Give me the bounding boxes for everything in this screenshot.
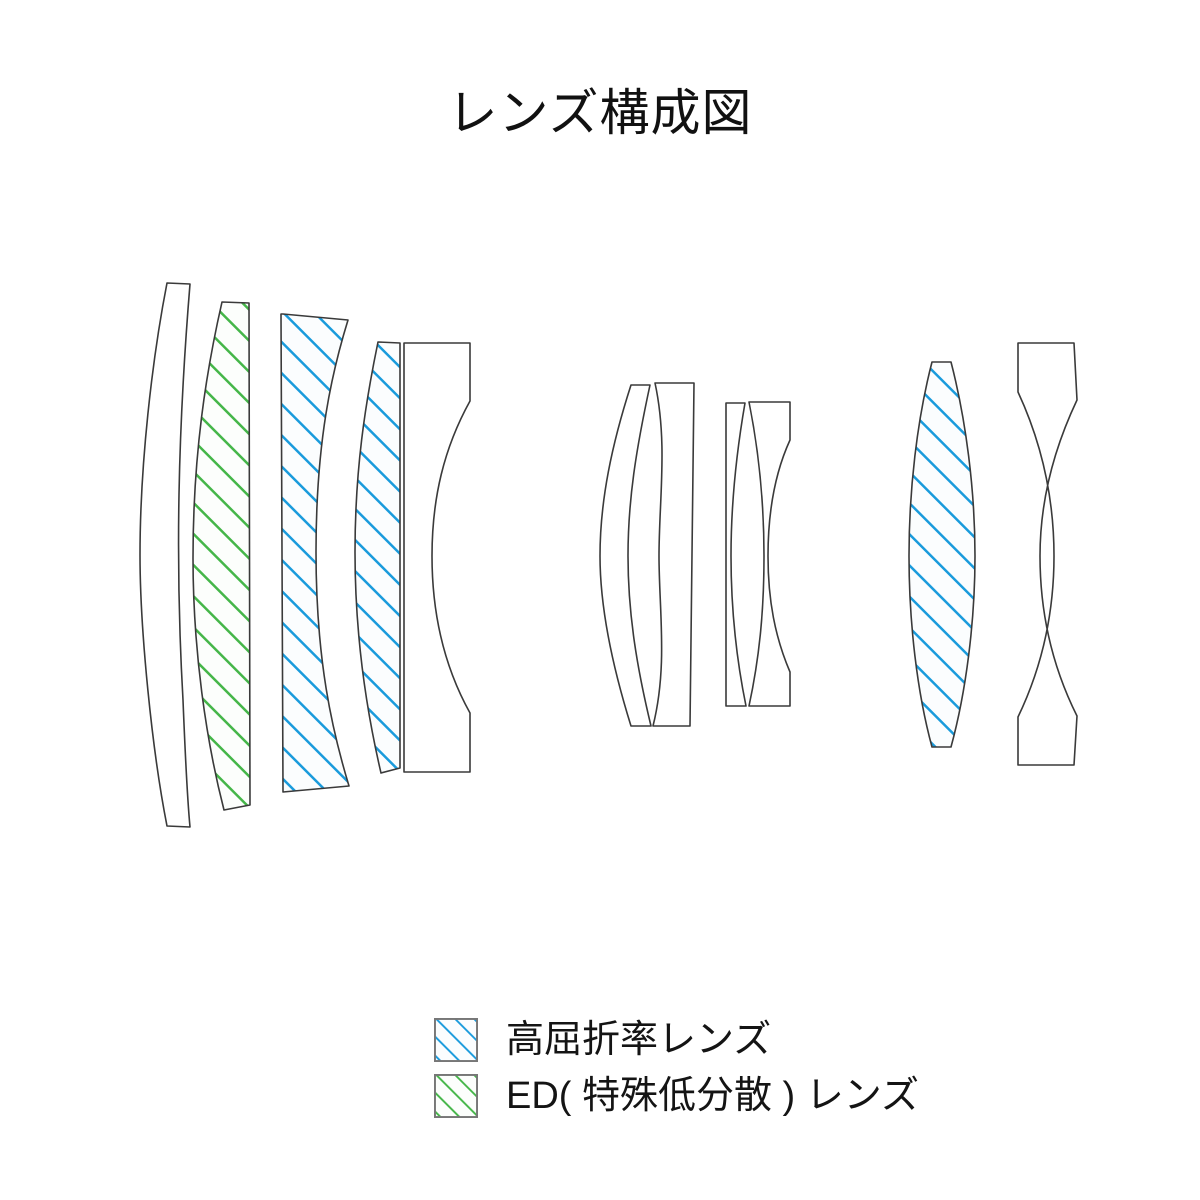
lens-element-10 xyxy=(908,361,976,748)
rear-lens-group xyxy=(908,342,1078,766)
legend-label-high-index: 高屈折率レンズ xyxy=(506,1019,772,1061)
lens-element-4 xyxy=(354,341,401,774)
high-index-hatch-swatch xyxy=(434,1018,478,1062)
lens-element-11 xyxy=(1017,342,1078,766)
legend-row-ed: ED( 特殊低分散 ) レンズ xyxy=(434,1068,1074,1124)
front-lens-group xyxy=(139,282,471,828)
page-title: レンズ構成図 xyxy=(447,85,753,141)
lens-element-5 xyxy=(403,342,471,773)
lens-element-6 xyxy=(599,384,652,727)
ed-hatch-swatch xyxy=(434,1074,478,1118)
lens-element-9 xyxy=(748,401,791,707)
middle-lens-group xyxy=(599,382,791,727)
lens-element-8 xyxy=(725,402,747,707)
lens-element-7 xyxy=(652,382,695,727)
legend: 高屈折率レンズ ED( 特殊低分散 ) レンズ xyxy=(434,1012,1074,1124)
legend-label-ed: ED( 特殊低分散 ) レンズ xyxy=(506,1075,920,1117)
lens-element-1 xyxy=(139,282,191,828)
lens-element-3 xyxy=(280,313,350,793)
lens-element-2 xyxy=(192,301,251,811)
legend-row-high-index: 高屈折率レンズ xyxy=(434,1012,1074,1068)
